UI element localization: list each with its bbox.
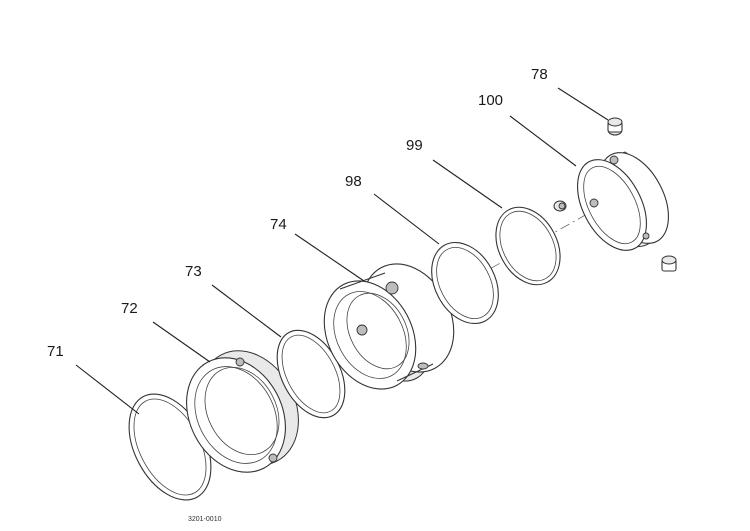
leader-73: [211, 284, 282, 338]
callout-78: 78: [531, 66, 548, 83]
leader-78: [557, 87, 609, 121]
part-78-set-screw-lower: [661, 255, 677, 272]
leader-74: [294, 233, 365, 282]
leader-99: [432, 159, 503, 209]
drawing-number: 3201-0010: [188, 516, 222, 523]
part-98-seal-ring: [431, 241, 499, 325]
part-78-set-screw-side: [553, 200, 567, 212]
callout-100: 100: [478, 92, 503, 109]
callout-74: 74: [270, 216, 287, 233]
leader-100: [509, 115, 577, 167]
part-72-retainer: [186, 350, 299, 473]
callout-72: 72: [121, 300, 138, 317]
leader-71: [75, 364, 140, 415]
part-99-o-ring: [495, 206, 561, 286]
callout-98: 98: [345, 173, 362, 190]
callout-71: 71: [47, 343, 64, 360]
part-78-set-screw-top: [607, 117, 623, 136]
callout-99: 99: [406, 137, 423, 154]
part-100-collar: [577, 151, 669, 251]
callout-73: 73: [185, 263, 202, 280]
part-74-housing: [323, 263, 455, 390]
leader-72: [152, 321, 211, 363]
leader-98: [373, 193, 440, 245]
